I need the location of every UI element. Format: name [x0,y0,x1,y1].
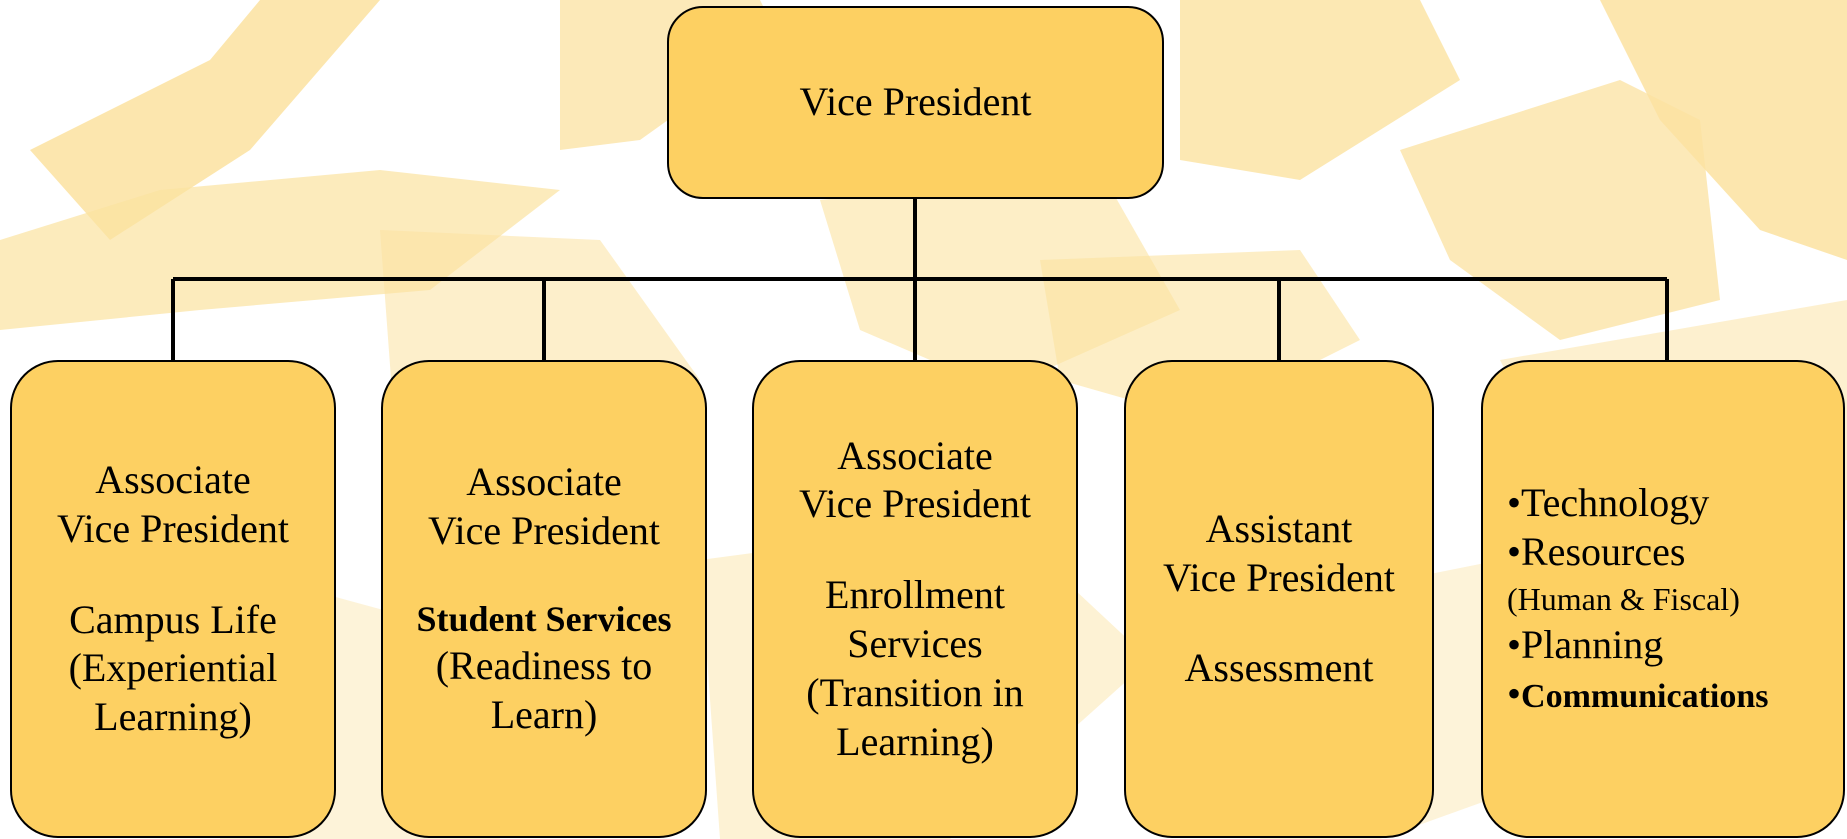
dept-line-1: Campus Life [69,596,277,642]
bullet-technology: •Technology [1507,480,1710,525]
dept-line-4: Learning) [836,718,994,764]
role-line-1: Assistant [1205,505,1353,551]
dept-line-1: Assessment [1184,645,1374,691]
role-line-2: Vice President [1163,554,1395,600]
enrollment-services-node: Associate Vice President Enrollment Serv… [752,360,1078,838]
student-services-node: Associate Vice President Student Service… [381,360,707,838]
communications-label: Communications [1521,678,1769,716]
role-line-2: Vice President [428,508,660,554]
role-line-1: Associate [837,432,993,478]
bullet-planning: •Planning [1507,622,1664,668]
vice-president-title: Vice President [799,79,1032,125]
role-line-2: Vice President [57,505,289,551]
dept-line-1: (Readiness to [435,642,653,688]
dept-line-1: Enrollment [825,572,1005,618]
campus-life-node: Associate Vice President Campus Life (Ex… [10,360,336,838]
dept-line-2: Services [847,621,983,666]
dept-title-bold: Student Services [416,599,672,640]
bullet-mark: • [1507,671,1522,717]
dept-line-3: Learning) [94,694,252,740]
dept-line-2: (Experiential [68,645,278,691]
resources-subtitle: (Human & Fiscal) [1507,580,1740,617]
role-line-1: Associate [466,459,622,505]
bullet-communications: •Communications [1507,670,1768,719]
bullet-resources: •Resources [1507,528,1686,574]
dept-line-3: (Transition in [806,669,1024,715]
role-line-2: Vice President [799,481,1031,527]
support-functions-node: •Technology •Resources (Human & Fiscal) … [1481,360,1845,838]
dept-line-2: Learn) [490,691,598,737]
role-line-1: Associate [95,457,251,502]
assessment-node: Assistant Vice President Assessment [1124,360,1434,838]
vice-president-node: Vice President [667,6,1164,199]
